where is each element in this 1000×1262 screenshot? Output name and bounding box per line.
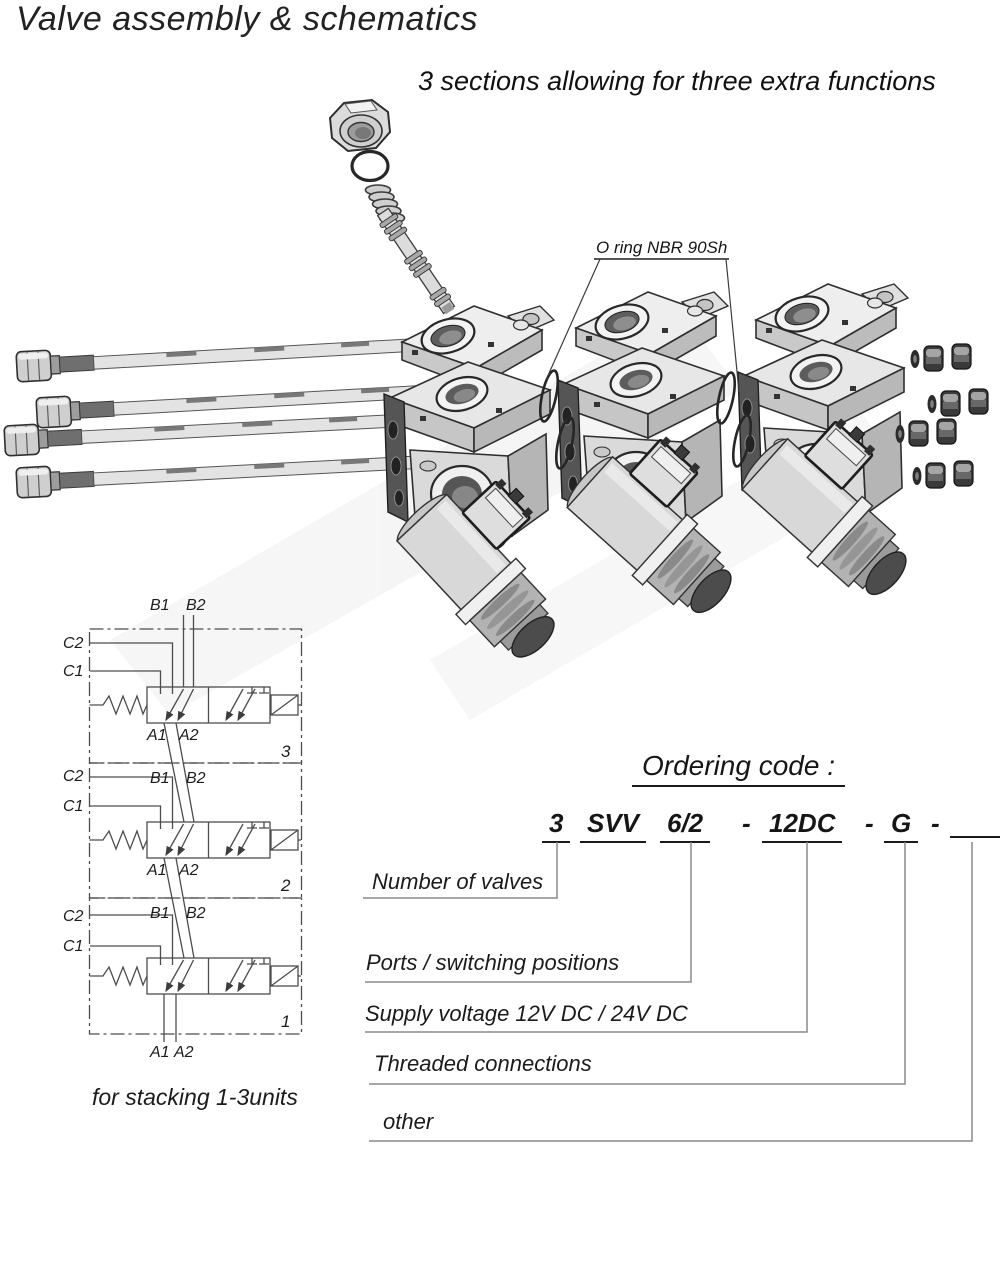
valve-assembly-illustration: O ring NBR 90Sh <box>3 98 1000 720</box>
label-ports-switching: Ports / switching positions <box>366 950 620 975</box>
port-label-b2: B2 <box>186 905 206 922</box>
port-label-c1: C1 <box>63 938 83 955</box>
port-label-a1: A1 <box>149 1044 170 1061</box>
code-part-voltage: 12DC <box>762 808 843 843</box>
port-label-a1: A1 <box>146 727 167 744</box>
port-label-a2: A2 <box>178 727 199 744</box>
code-part-ports: 6/2 <box>660 808 711 843</box>
oring-part <box>350 149 390 183</box>
schematic-section-1 <box>88 897 303 1042</box>
label-threaded-connections: Threaded connections <box>374 1051 592 1076</box>
schematic-section-2 <box>88 762 303 959</box>
port-label-b2: B2 <box>186 770 206 787</box>
section-number: 3 <box>281 742 291 761</box>
subtitle: 3 sections allowing for three extra func… <box>418 66 936 96</box>
code-part-series: SVV <box>580 808 647 843</box>
spool-part <box>376 207 456 315</box>
port-label-a1: A1 <box>146 862 167 879</box>
port-label-a2: A2 <box>173 1044 194 1061</box>
schematic-labels: B1 B2 C2 C1 A1 A2 3 B1 B2 C2 C1 A1 A2 2 … <box>63 597 291 1061</box>
port-label-c1: C1 <box>63 663 83 680</box>
label-number-of-valves: Number of valves <box>372 869 544 894</box>
section-number: 1 <box>281 1012 290 1031</box>
code-separator: - <box>742 808 751 838</box>
code-part-thread: G <box>884 808 919 843</box>
port-label-c2: C2 <box>63 635 84 652</box>
port-label-b1: B1 <box>150 905 170 922</box>
section-number: 2 <box>280 876 291 895</box>
port-label-b1: B1 <box>150 597 170 614</box>
ordering-code-heading: Ordering code : <box>632 750 845 787</box>
cap-nut <box>328 98 392 153</box>
code-part-other <box>950 808 1000 838</box>
port-label-b1: B1 <box>150 770 170 787</box>
label-supply-voltage: Supply voltage 12V DC / 24V DC <box>365 1001 688 1026</box>
port-label-c1: C1 <box>63 798 83 815</box>
port-label-b2: B2 <box>186 597 206 614</box>
oring-callout: O ring NBR 90Sh <box>545 238 740 393</box>
code-part-quantity: 3 <box>542 808 571 843</box>
stacking-caption: for stacking 1-3units <box>92 1084 298 1110</box>
hydraulic-schematic: B1 B2 C2 C1 A1 A2 3 B1 B2 C2 C1 A1 A2 2 … <box>63 597 303 1061</box>
code-separator: - <box>865 808 874 838</box>
label-other: other <box>383 1109 434 1134</box>
code-separator: - <box>931 808 940 838</box>
port-label-c2: C2 <box>63 908 84 925</box>
port-label-c2: C2 <box>63 768 84 785</box>
oring-label: O ring NBR 90Sh <box>596 238 727 257</box>
port-label-a2: A2 <box>178 862 199 879</box>
page-title: Valve assembly & schematics <box>16 0 478 38</box>
schematic-section-3 <box>88 615 303 823</box>
